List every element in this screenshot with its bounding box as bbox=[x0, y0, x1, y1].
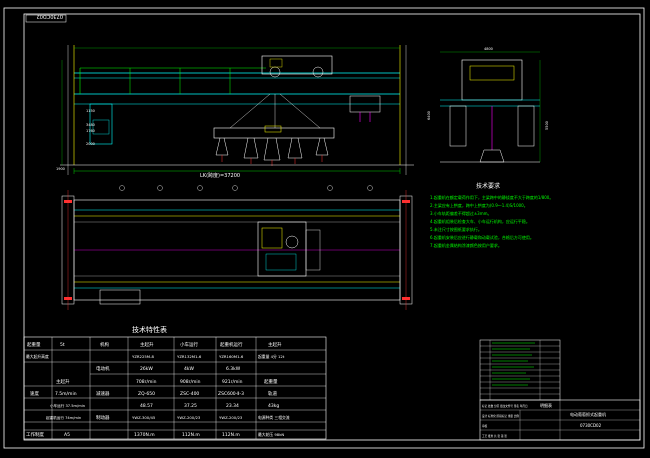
tbl-r2-c2: 4kW bbox=[184, 366, 194, 372]
tech-req-line-1: 1.起重机在额定载荷作用下，主梁跨中的静挠度不大于跨度的1/800。 bbox=[430, 194, 553, 200]
title-block-row-3: 审核 bbox=[482, 424, 488, 428]
tbl-r1-extra: 起重量 4分 12t bbox=[258, 354, 285, 359]
tbl-r4-extra: 轨道 bbox=[268, 390, 277, 397]
tbl-r7-value: A5 bbox=[64, 432, 70, 438]
title-block-code: 0730CD02 bbox=[580, 423, 602, 428]
tbl-r6-mech: 制动器 bbox=[96, 414, 110, 421]
tbl-r6-c3: YWZ-200/23 bbox=[219, 415, 243, 420]
tbl-r2-c3: 6.3kW bbox=[226, 366, 241, 372]
drawing-frame bbox=[23, 13, 641, 441]
tbl-r3-c2: 908r/min bbox=[180, 379, 201, 385]
tech-req-line-6: 6.起重机安装后应进行静载和动载试验，合格后方可使用。 bbox=[430, 234, 534, 240]
title-block-row-2: 设计 标准化 阶段标记 重量 比例 bbox=[482, 414, 519, 418]
tbl-r0-c3: 起重机运行 bbox=[220, 341, 243, 348]
left-dim-1: 1150 bbox=[86, 109, 95, 113]
tbl-r5-value: 小车运行 37.5m/min bbox=[50, 403, 85, 408]
tbl-r6-c1: YWZ-300/45 bbox=[132, 415, 156, 420]
tbl-r7-label: 工作制度 bbox=[26, 431, 44, 438]
tbl-r0-c1: 主起升 bbox=[140, 341, 154, 348]
tbl-r7-c2: 112N.m bbox=[182, 432, 200, 438]
parts-list: 明细表 bbox=[479, 339, 561, 408]
left-dim-2: 3480 bbox=[86, 123, 95, 127]
tbl-r0-value: 5t bbox=[60, 342, 65, 348]
tbl-r3-label: 速度 bbox=[30, 390, 39, 397]
tbl-r6-extra: 电源种类 三相交流 bbox=[258, 415, 290, 420]
tbl-r6-c2: YWZ-200/23 bbox=[177, 415, 201, 420]
tbl-r0-c2: 小车运行 bbox=[180, 341, 198, 348]
tbl-r2-c1: 26kW bbox=[140, 366, 153, 372]
side-dim-1: 6400 bbox=[427, 111, 431, 120]
tbl-r5-c2: 37.25 bbox=[184, 403, 197, 409]
tbl-r7-c1: 1370N.m bbox=[134, 432, 155, 438]
tech-req-line-2: 2.主梁应有上拱度，跨中上拱度为(0.9～1.4)S/1000。 bbox=[430, 202, 528, 208]
tech-req-line-5: 5.未注尺寸按图纸要求执行。 bbox=[430, 226, 482, 232]
side-dim-top: 4800 bbox=[484, 47, 493, 51]
tbl-r5-c3: 23.34 bbox=[226, 403, 239, 409]
tbl-r5-c1: 48.57 bbox=[140, 403, 153, 409]
tbl-r0-label: 起重量 bbox=[27, 341, 41, 348]
plan-view bbox=[61, 185, 413, 310]
tech-req-line-3: 3.小车轨距偏差不得超过±3mm。 bbox=[430, 210, 492, 216]
tbl-r1-c2: YZR132M1-6 bbox=[177, 354, 202, 359]
tbl-r4-c1: ZQ-650 bbox=[138, 391, 155, 397]
tech-req-line-4: 4.起重机组装后检查大车、小车运行机构，应运行平稳。 bbox=[430, 218, 530, 224]
span-label: LK(跨度)=37200 bbox=[200, 172, 240, 179]
tech-req-line-7: 7.起重机金属结构涂漆颜色按用户要求。 bbox=[430, 242, 502, 248]
left-dim-3: 1760 bbox=[86, 129, 95, 133]
drawing-number-box bbox=[25, 14, 67, 23]
tech-table: 技术特性表 起重量 5t 机构 主起升 小车运行 起重机运 bbox=[23, 325, 327, 440]
left-dim-5: 1900 bbox=[56, 167, 65, 171]
title-block: 标记 处数 分区 更改文件号 签名 年月日 设计 标准化 阶段标记 重量 比例 … bbox=[479, 399, 641, 441]
drawing-number-top: 0730CD02 bbox=[37, 13, 63, 19]
tbl-r4-value: 7.5m/min bbox=[55, 391, 77, 397]
title-block-product: 电动葡萄抓式起重机 bbox=[570, 411, 606, 417]
left-dim-4: 2000 bbox=[86, 142, 95, 146]
tbl-r6-value: 起重机运行 74m/min bbox=[46, 415, 81, 420]
tech-requirements: 技术要求 1.起重机在额定载荷作用下，主梁跨中的静挠度不大于跨度的1/800。 … bbox=[430, 182, 553, 248]
tbl-r4-mech: 减速器 bbox=[96, 390, 110, 397]
tbl-r4-c3: ZSC600-Ⅱ-3 bbox=[218, 391, 244, 397]
tbl-r3-c1: 708r/min bbox=[136, 379, 157, 385]
tbl-r1-c1: YZR225M-8 bbox=[132, 354, 154, 359]
title-block-row-1: 标记 处数 分区 更改文件号 签名 年月日 bbox=[482, 404, 528, 408]
tbl-r7-extra: 最大轮压 98kN bbox=[258, 432, 284, 437]
tech-req-title: 技术要求 bbox=[476, 182, 500, 190]
tbl-r1-mech: 电动机 bbox=[96, 365, 110, 372]
tbl-r4-c2: ZSC-400 bbox=[180, 391, 199, 397]
tbl-r3-c3: 921r/min bbox=[222, 379, 243, 385]
tbl-r1-c3: YZR160M1-6 bbox=[219, 354, 244, 359]
tbl-r7-c3: 112N.m bbox=[222, 432, 240, 438]
side-dim-2: 5500 bbox=[545, 121, 549, 130]
tbl-r5-extra: 43kg bbox=[268, 403, 279, 409]
tbl-r0-mech: 机构 bbox=[100, 341, 109, 348]
title-block-row-4: 工艺 批准 共 张 第 张 bbox=[482, 434, 507, 438]
tbl-r0-extra: 主起升 bbox=[268, 341, 282, 348]
tbl-r1-label: 最大起升高度 bbox=[26, 354, 49, 359]
sheet-border bbox=[3, 7, 645, 449]
tech-table-title: 技术特性表 bbox=[132, 325, 167, 334]
side-view: 4800 6400 5500 bbox=[427, 47, 549, 163]
tbl-r3-extra: 起重量 bbox=[264, 378, 278, 385]
tbl-r3-value: 主起升 bbox=[56, 378, 70, 385]
parts-list-header: 明细表 bbox=[540, 402, 552, 408]
front-elevation: LK(跨度)=37200 1150 3480 1760 2000 1900 bbox=[56, 45, 414, 179]
